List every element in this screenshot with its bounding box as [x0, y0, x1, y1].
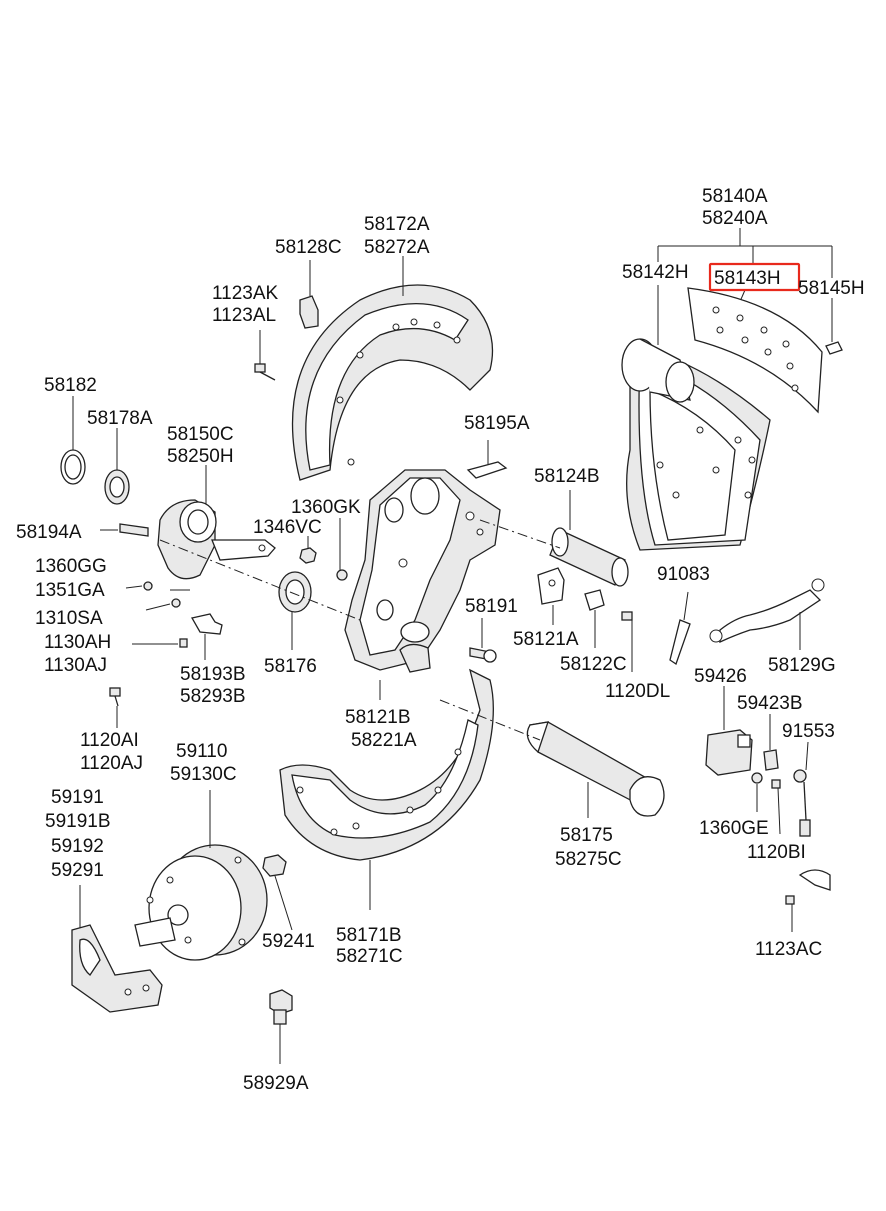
label-59130C: 59130C: [170, 764, 237, 785]
label-58271C: 58271C: [336, 946, 403, 967]
clip-58128C: [299, 260, 319, 329]
label-58129G: 58129G: [768, 655, 836, 676]
shoe-holes: [656, 426, 756, 499]
washer-58176: [278, 571, 312, 650]
pin-58191: [469, 618, 497, 663]
bracket-58121A: [537, 567, 565, 625]
label-1120AJ: 1120AJ: [80, 753, 143, 774]
dust-shield-upper: [291, 256, 494, 481]
sensor-91553: [793, 741, 811, 837]
bush-59423B: [763, 714, 779, 771]
clamp-1123AC: [785, 869, 831, 932]
label-1123AK: 1123AK: [212, 283, 279, 304]
label-58178A: 58178A: [87, 408, 153, 429]
label-1360GE: 1360GE: [699, 818, 769, 839]
label-1360GK: 1360GK: [291, 497, 361, 518]
label-58145H: 58145H: [798, 278, 865, 299]
label-1346VC: 1346VC: [253, 517, 322, 538]
label-58240A: 58240A: [702, 208, 768, 229]
label-58143H: 58143H: [714, 268, 781, 289]
bolt-1123AK: [254, 330, 276, 381]
label-1360GG: 1360GG: [35, 556, 107, 577]
label-58176: 58176: [264, 656, 317, 677]
brake-chamber-59110: [134, 790, 268, 961]
label-58275C: 58275C: [555, 849, 622, 870]
label-58121A: 58121A: [513, 629, 579, 650]
bolt-1130AH: [132, 638, 188, 648]
label-1123AL: 1123AL: [212, 305, 276, 326]
camshaft-58175: [526, 721, 665, 818]
label-58929A: 58929A: [243, 1073, 309, 1094]
fitting-59241: [262, 854, 293, 931]
nut-58929A: [269, 989, 293, 1064]
label-58191: 58191: [465, 596, 518, 617]
highlight-box-58143H: [708, 262, 801, 292]
label-58293B: 58293B: [180, 686, 246, 707]
label-59426: 59426: [694, 666, 747, 687]
seal-58178A: [104, 428, 130, 505]
brake-shoe-assembly: [621, 228, 843, 551]
label-58195A: 58195A: [464, 413, 530, 434]
clip-91083: [669, 591, 691, 666]
label-1310SA: 1310SA: [35, 608, 103, 629]
bolt-1120BI: [771, 779, 781, 835]
brake-spider-58121B: [344, 469, 501, 700]
label-58121B: 58121B: [345, 707, 411, 728]
slack-adjuster-58150C: [157, 465, 276, 580]
label-58182: 58182: [44, 375, 97, 396]
label-58172A: 58172A: [364, 214, 430, 235]
label-58128C: 58128C: [275, 237, 342, 258]
dust-shield-lower: [279, 668, 494, 910]
label-58140A: 58140A: [702, 186, 768, 207]
label-59241: 59241: [262, 931, 315, 952]
label-58194A: 58194A: [16, 522, 82, 543]
screw-58194A: [100, 523, 149, 537]
label-58193B: 58193B: [180, 664, 246, 685]
label-1351GA: 1351GA: [35, 580, 105, 601]
ring-58182: [60, 396, 86, 485]
label-58122C: 58122C: [560, 654, 627, 675]
clip-58122C: [584, 589, 605, 648]
label-58124B: 58124B: [534, 466, 600, 487]
lining-rivets: [712, 306, 799, 392]
label-59191: 59191: [51, 787, 104, 808]
bracket-58193B: [190, 613, 223, 660]
label-58142H: 58142H: [622, 262, 689, 283]
spring-58129G: [709, 578, 825, 650]
sensor-59426: [705, 686, 753, 776]
label-91083: 91083: [657, 564, 710, 585]
label-58150C: 58150C: [167, 424, 234, 445]
bolt-1120AI: [109, 687, 121, 728]
label-1120DL: 1120DL: [605, 681, 670, 702]
nut-1351GA: [143, 581, 153, 591]
label-58272A: 58272A: [364, 237, 430, 258]
label-58175: 58175: [560, 825, 613, 846]
label-59192: 59192: [51, 836, 104, 857]
label-1120AI: 1120AI: [80, 730, 139, 751]
label-59423B: 59423B: [737, 693, 803, 714]
nut-1310SA: [171, 598, 181, 608]
nut-1360GE: [751, 772, 763, 812]
nut-1346VC: [299, 536, 317, 564]
bushing-58124B: [549, 490, 629, 587]
label-1123AC: 1123AC: [755, 939, 822, 960]
gasket-58195A: [466, 440, 508, 479]
label-58250H: 58250H: [167, 446, 234, 467]
label-59291: 59291: [51, 860, 104, 881]
label-59110: 59110: [176, 741, 227, 762]
label-1120BI: 1120BI: [747, 842, 806, 863]
label-1130AJ: 1130AJ: [44, 655, 107, 676]
nut-1360GK: [336, 518, 348, 581]
bracket-59191: [71, 885, 163, 1013]
bolt-1120DL: [621, 611, 633, 672]
label-58221A: 58221A: [351, 730, 417, 751]
label-91553: 91553: [782, 721, 835, 742]
label-1130AH: 1130AH: [44, 632, 111, 653]
label-59191B: 59191B: [45, 811, 111, 832]
part-labels: 58140A 58240A 58142H 58143H 58145H 58172…: [16, 186, 865, 1094]
label-58171B: 58171B: [336, 925, 402, 946]
